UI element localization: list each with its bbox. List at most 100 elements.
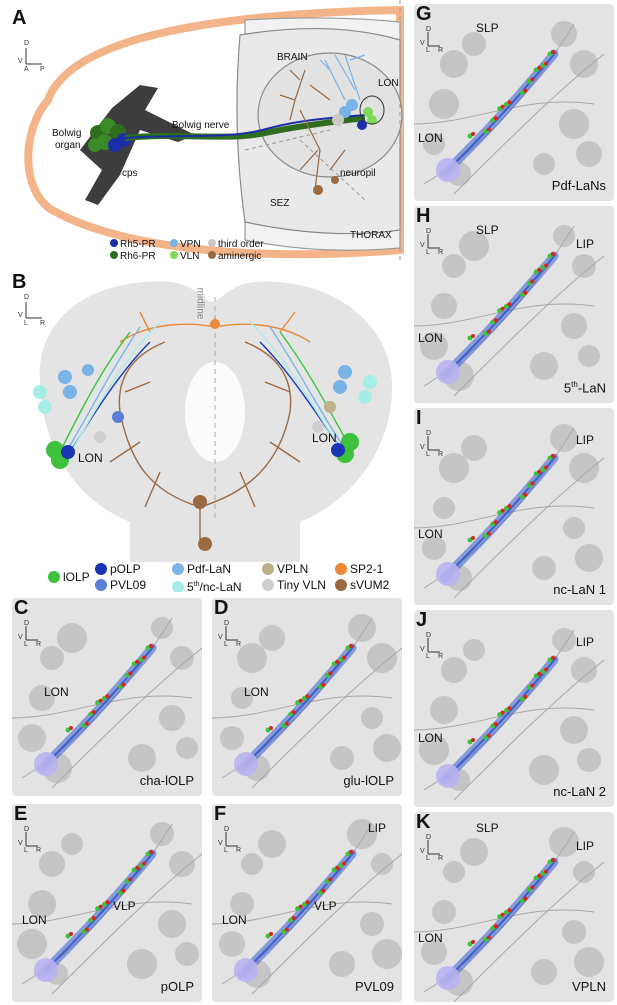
background-soma (553, 225, 575, 247)
background-soma (461, 435, 487, 461)
synapse-red (149, 644, 153, 648)
svum2-arbor (109, 341, 301, 542)
brain-label: BRAIN (277, 52, 308, 63)
background-soma (552, 628, 576, 652)
bolwig-organ (88, 118, 131, 152)
legend-label: Pdf-LaN (187, 562, 232, 576)
background-soma (175, 942, 199, 966)
lon-left-label: LON (78, 451, 103, 465)
synapse-red (537, 671, 542, 676)
axis-label-l: L (224, 847, 228, 854)
background-soma (128, 744, 156, 772)
background-soma (151, 617, 173, 639)
synapse-red (128, 671, 133, 676)
axis-label-v: V (18, 312, 23, 319)
background-soma (431, 293, 457, 319)
background-soma (569, 453, 599, 483)
synapse-red (544, 667, 549, 672)
background-soma (29, 685, 55, 711)
cell-body-soma (234, 752, 258, 776)
synapse-red (507, 100, 512, 105)
legend-item: VLN (170, 250, 199, 262)
axis-label-v: V (18, 58, 23, 65)
synapse-red (349, 850, 353, 854)
background-soma (176, 737, 198, 759)
synapse-red (305, 900, 310, 905)
neuron-rendering (414, 21, 605, 195)
midline-label: midline (194, 287, 206, 320)
legend-label: SP2-1 (350, 562, 384, 576)
legend-label-rest: /nc-LaN (199, 580, 242, 592)
background-soma (578, 345, 600, 367)
background-soma (18, 724, 46, 752)
background-soma (330, 746, 354, 770)
synapse-red (335, 865, 340, 870)
synapse-red (500, 912, 505, 917)
synapse-red (135, 865, 140, 870)
synapse-red (284, 927, 289, 932)
background-soma (230, 892, 254, 916)
background-soma (442, 254, 466, 278)
synapse-red (69, 726, 73, 730)
legend-item: Tiny VLN (262, 578, 326, 592)
background-soma (360, 912, 384, 936)
legend-label: Rh6-PR (120, 251, 156, 262)
synapse-red (342, 861, 347, 866)
panel-b-label: B (12, 271, 27, 293)
background-soma (219, 931, 245, 957)
synapse-red (291, 710, 296, 715)
panel-title: glu-lOLP (343, 773, 394, 788)
synapse-red (98, 698, 103, 703)
neuron-rendering (12, 617, 202, 789)
synapse-red (335, 659, 340, 664)
axis-label-d: D (426, 228, 432, 235)
region-label-vlp: VLP (314, 899, 337, 913)
synapse-red (537, 873, 542, 878)
panel-title: nc-LaN 1 (553, 582, 606, 597)
legend-label: aminergic (218, 251, 262, 262)
legend-label: Rh5-PR (120, 239, 156, 250)
axis-label-l: L (426, 653, 430, 660)
axis-label-d: D (426, 430, 432, 437)
synapse-red (149, 850, 153, 854)
synapse-red (507, 706, 512, 711)
background-soma (575, 544, 603, 572)
panel-label: C (14, 598, 29, 619)
axis-label-r: R (438, 47, 444, 54)
legend-swatch (262, 579, 274, 591)
synapse-red (551, 454, 555, 458)
legend-swatch (95, 563, 107, 575)
panel-a-axis: D V A P (18, 40, 45, 73)
background-soma (562, 920, 586, 944)
synapse-red (142, 655, 147, 660)
synapse-red (84, 927, 89, 932)
neuron-rendering (212, 614, 402, 789)
synapse-red (121, 888, 126, 893)
legend-item: sVUM2 (335, 578, 389, 592)
region-label-slp: SLP (476, 821, 499, 835)
background-soma (432, 900, 456, 924)
background-soma (361, 707, 383, 729)
synapse-red (544, 869, 549, 874)
synapse-red (349, 644, 353, 648)
axis-label-v: V (218, 634, 223, 641)
lon-right-label: LON (312, 431, 337, 445)
axis-label-d: D (24, 826, 30, 833)
axis-label-v: V (420, 848, 425, 855)
panel-b: B D V L R (0, 262, 405, 592)
panel-label: F (214, 804, 227, 825)
synapse-red (321, 682, 326, 687)
axis-label-l: L (426, 249, 430, 256)
synapse-red (493, 116, 498, 121)
legend-label: PVL09 (110, 578, 147, 592)
cell-body-soma (34, 752, 58, 776)
synapse-red (342, 655, 347, 660)
